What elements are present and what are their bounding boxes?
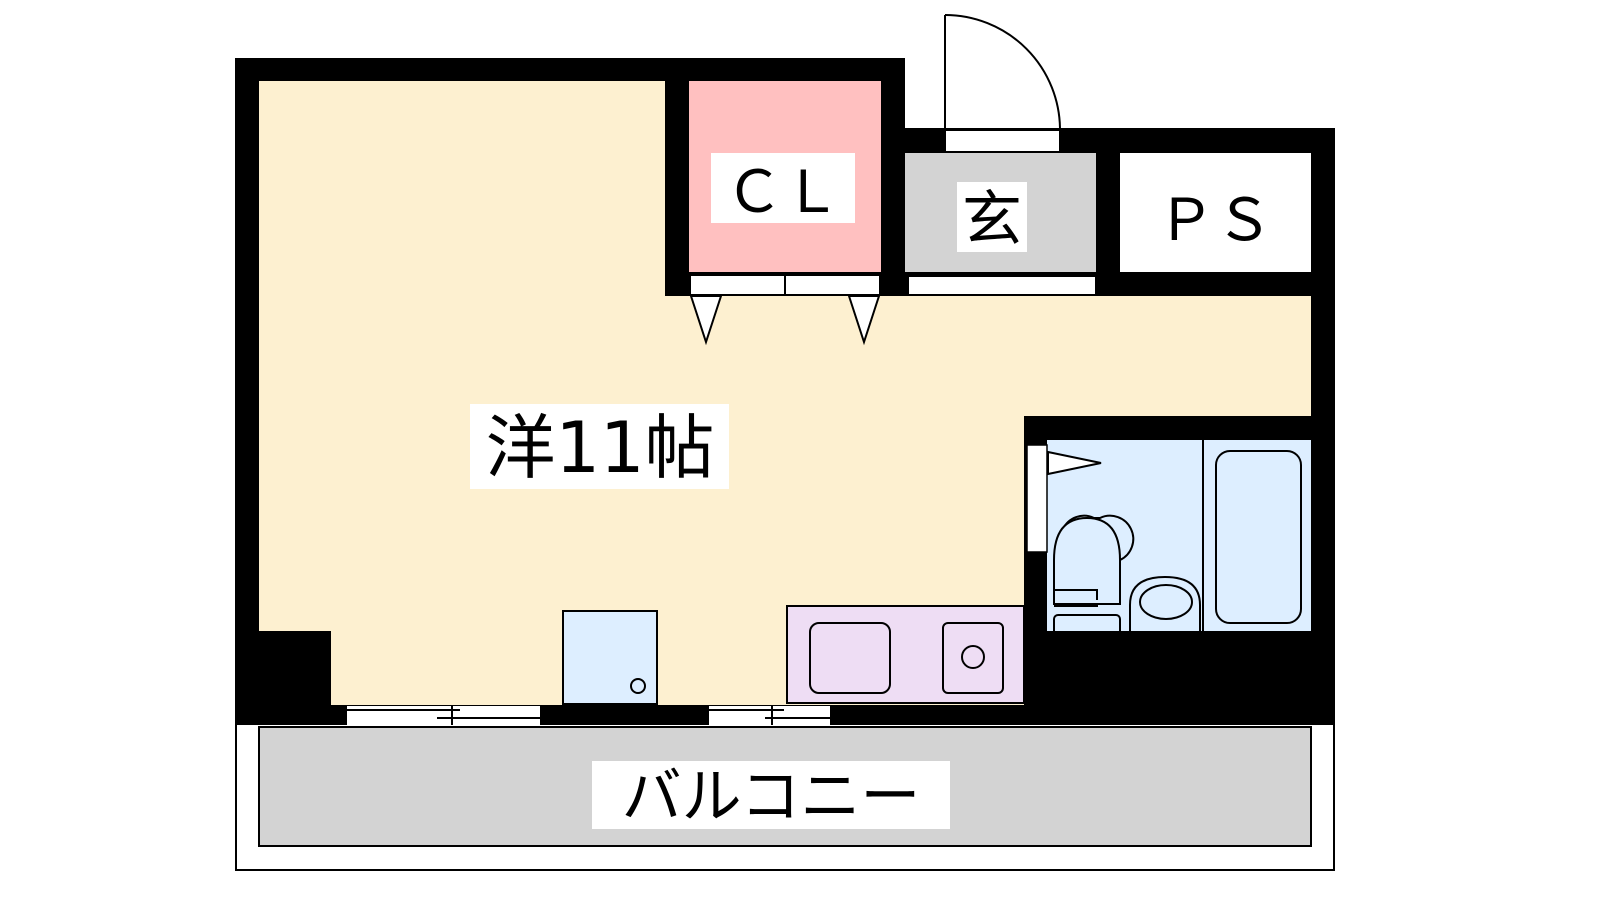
- label-western-room: 洋11帖: [470, 404, 729, 489]
- label-balcony: バルコニー: [592, 761, 950, 832]
- entrance-step: [907, 275, 1097, 296]
- bathroom: [1026, 440, 1311, 636]
- sink-icon: [1129, 575, 1201, 631]
- washer-space: [562, 610, 658, 705]
- bath-door[interactable]: [1026, 444, 1048, 553]
- closet-label: ＣＬ: [725, 158, 841, 226]
- balcony-label: バルコニー: [622, 762, 921, 832]
- kitchen-sink-icon: [809, 622, 891, 694]
- western-room: [259, 81, 1311, 705]
- closet-doors[interactable]: [689, 274, 881, 346]
- entrance-door[interactable]: [944, 14, 1061, 153]
- label-closet: ＣＬ: [711, 153, 855, 226]
- balcony-window-left[interactable]: [347, 706, 540, 725]
- entrance-label: 玄: [962, 185, 1022, 255]
- balcony-window-right[interactable]: [709, 706, 830, 725]
- toilet-icon: [1053, 514, 1135, 636]
- kitchen: [786, 605, 1025, 704]
- label-entrance: 玄: [957, 182, 1027, 255]
- western-room-label: 洋11帖: [485, 407, 714, 489]
- bathtub-icon: [1215, 450, 1302, 624]
- pipe-space-label: ＰＳ: [1157, 186, 1273, 254]
- pipe-space: [1120, 153, 1311, 272]
- stove-icon: [942, 622, 1004, 694]
